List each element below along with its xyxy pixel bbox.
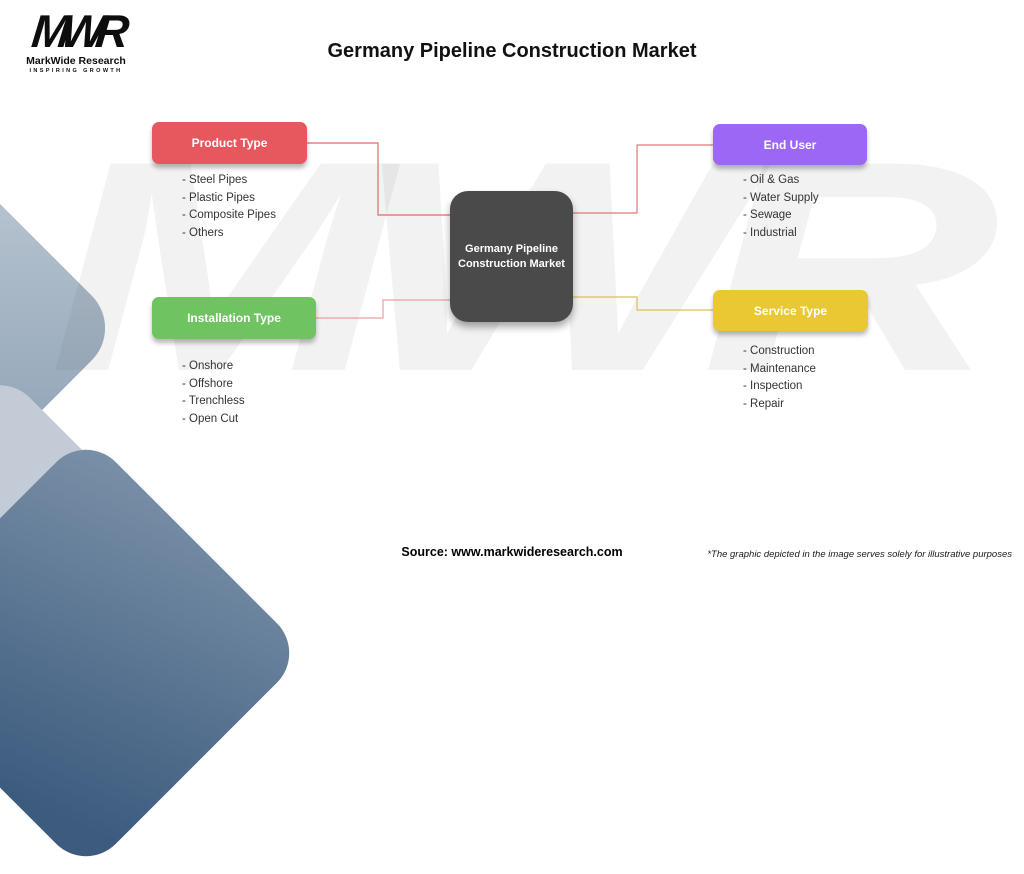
list-item: - Offshore [182, 377, 233, 390]
page-title: Germany Pipeline Construction Market [327, 40, 697, 63]
list-item: - Steel Pipes [182, 174, 248, 186]
list-installation-type: - Onshore - Offshore - Trenchless - Open… [182, 358, 245, 428]
segment-label: Installation Type [187, 311, 281, 325]
list-item: - Onshore [182, 360, 234, 372]
list-item: - Repair [743, 397, 784, 410]
connector-end-user [571, 144, 713, 214]
segment-box-end-user: End User [713, 124, 867, 165]
logo-tagline: Inspiring Growth [29, 68, 123, 74]
source-text: Source: www.markwideresearch.com [401, 545, 623, 559]
connector-lines [307, 142, 713, 319]
segment-box-product-type: Product Type [152, 122, 307, 164]
center-node-market: Germany Pipeline Construction Market [450, 191, 573, 322]
list-item: - Plastic Pipes [182, 191, 255, 204]
list-service-type: - Construction - Maintenance - Inspectio… [743, 343, 816, 413]
list-item: - Construction [743, 345, 815, 357]
connector-product-type [307, 142, 452, 216]
list-product-type: - Steel Pipes - Plastic Pipes - Composit… [182, 172, 276, 242]
diagram-canvas: MWR MWR MarkWide Research Inspiring Grow… [0, 5, 1012, 874]
list-item: - Water Supply [743, 191, 819, 204]
list-item: - Industrial [743, 226, 797, 239]
list-item: - Trenchless [182, 395, 245, 407]
list-item: - Oil & Gas [743, 174, 800, 186]
list-item: - Others [182, 226, 224, 239]
center-node-line2: Construction Market [458, 257, 565, 270]
segment-label: End User [763, 137, 817, 152]
list-item: - Sewage [743, 209, 792, 221]
logo: MWR MarkWide Research Inspiring Growth [20, 5, 132, 74]
segment-label: Product Type [191, 136, 268, 150]
logo-company-name: MarkWide Research [26, 55, 126, 67]
list-end-user: - Oil & Gas - Water Supply - Sewage - In… [743, 172, 819, 242]
list-item: - Inspection [743, 380, 803, 392]
connector-service-type [571, 296, 713, 311]
segment-box-service-type: Service Type [713, 290, 868, 331]
disclaimer-text: *The graphic depicted in the image serve… [707, 549, 1012, 560]
list-item: - Maintenance [743, 362, 816, 375]
connector-installation-type [316, 299, 452, 319]
center-node-line1: Germany Pipeline [465, 243, 558, 256]
list-item: - Open Cut [182, 412, 239, 425]
list-item: - Composite Pipes [182, 209, 276, 221]
segment-label: Service Type [753, 303, 828, 318]
segment-box-installation-type: Installation Type [152, 297, 316, 339]
